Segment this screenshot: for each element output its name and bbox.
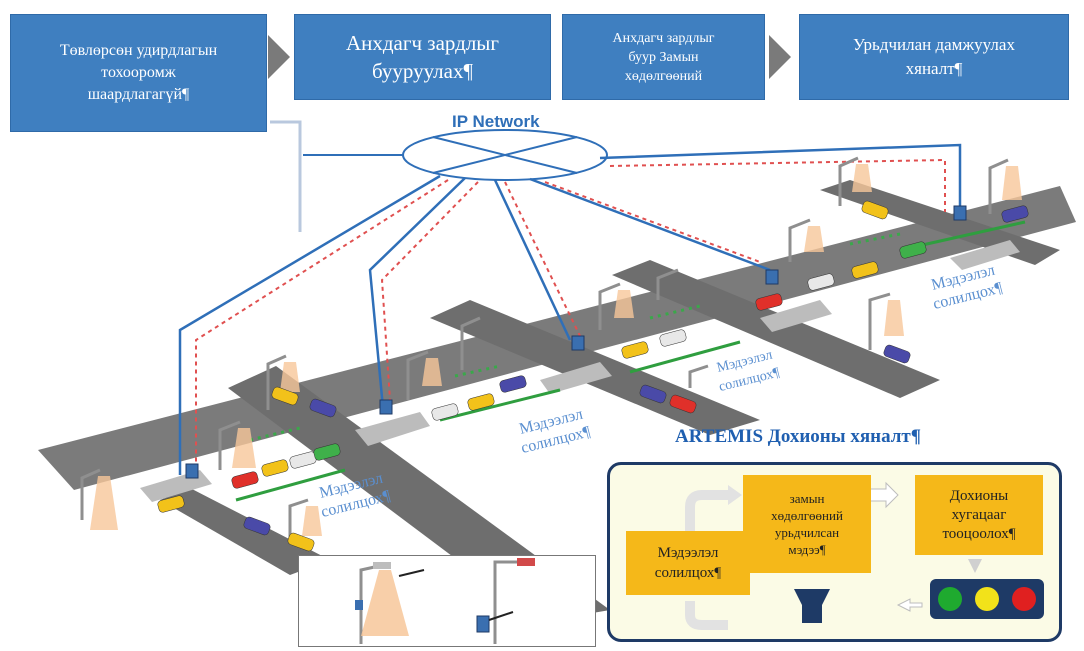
light-green: [938, 587, 962, 611]
network-hub-icon: [303, 129, 608, 181]
detector-icon: [476, 615, 490, 633]
street-lamp-icon: [80, 156, 1009, 540]
network-dash-links: [195, 158, 946, 470]
chevron-right-icon: [869, 481, 899, 509]
cross-road-5: [160, 488, 330, 575]
lamp-light-cone: [361, 570, 409, 636]
light-yellow: [975, 587, 999, 611]
car-icon: [157, 200, 1029, 552]
device-detail-inset: [298, 555, 596, 647]
chevron-left-icon: [896, 598, 923, 612]
traffic-forecast-box: замын хөдөлгөөний урьдчилсан мэдээ¶: [743, 475, 871, 573]
detector-icon: [355, 600, 363, 610]
return-arrow-icon: [685, 490, 728, 531]
step-label: Анхдагч зардлыг буур Замын хөдөлгөөний: [612, 30, 715, 84]
crosswalks: [140, 240, 1020, 502]
step-no-central-device: Төвлөрсөн удирдлагын тохооромж шаардлага…: [10, 14, 267, 132]
light-red: [1012, 587, 1036, 611]
step-reduce-cost: Анхдагч зардлыг бууруулах¶: [294, 14, 551, 100]
step-label: Анхдагч зардлыг бууруулах¶: [345, 31, 500, 83]
sensor-icon: [794, 589, 830, 605]
signal-time-calc-box: Дохионы хугацааг тооцоолох¶: [915, 475, 1043, 555]
network-links: [178, 143, 962, 475]
device-detail-drawing: [355, 558, 535, 644]
detector-icon: [185, 205, 967, 479]
ip-network-label: IP Network: [452, 112, 540, 131]
traffic-light-icon: [517, 558, 535, 566]
step-label: Урьдчилан дамжуулах хяналт¶: [853, 35, 1015, 78]
return-arrow-icon: [685, 601, 728, 630]
artemis-title: ARTEMIS Дохионы хяналт¶: [675, 426, 921, 447]
chevron-down-icon: [968, 559, 982, 573]
sensor-pointer: [488, 611, 514, 621]
signal-pole: [493, 560, 519, 644]
chevron-right-icon: [769, 35, 791, 79]
step-label: Төвлөрсөн удирдлагын тохооромж шаардлага…: [59, 42, 218, 103]
step-forward-control: Урьдчилан дамжуулах хяналт¶: [799, 14, 1069, 100]
step-connector: [270, 120, 302, 232]
step-traffic-cost: Анхдагч зардлыг буур Замын хөдөлгөөний: [562, 14, 765, 100]
sensor-pointer: [398, 569, 425, 577]
lamp-head: [373, 562, 391, 569]
artemis-panel: замын хөдөлгөөний урьдчилсан мэдээ¶ Дохи…: [607, 462, 1062, 642]
chevron-right-icon: [268, 35, 290, 79]
lamp-light-cones: [90, 164, 1022, 536]
artemis-flow-arrows: [685, 481, 1044, 630]
info-dash-arrows: [249, 232, 901, 442]
info-exchange-box: Мэдээлэл солилцох¶: [626, 531, 750, 595]
